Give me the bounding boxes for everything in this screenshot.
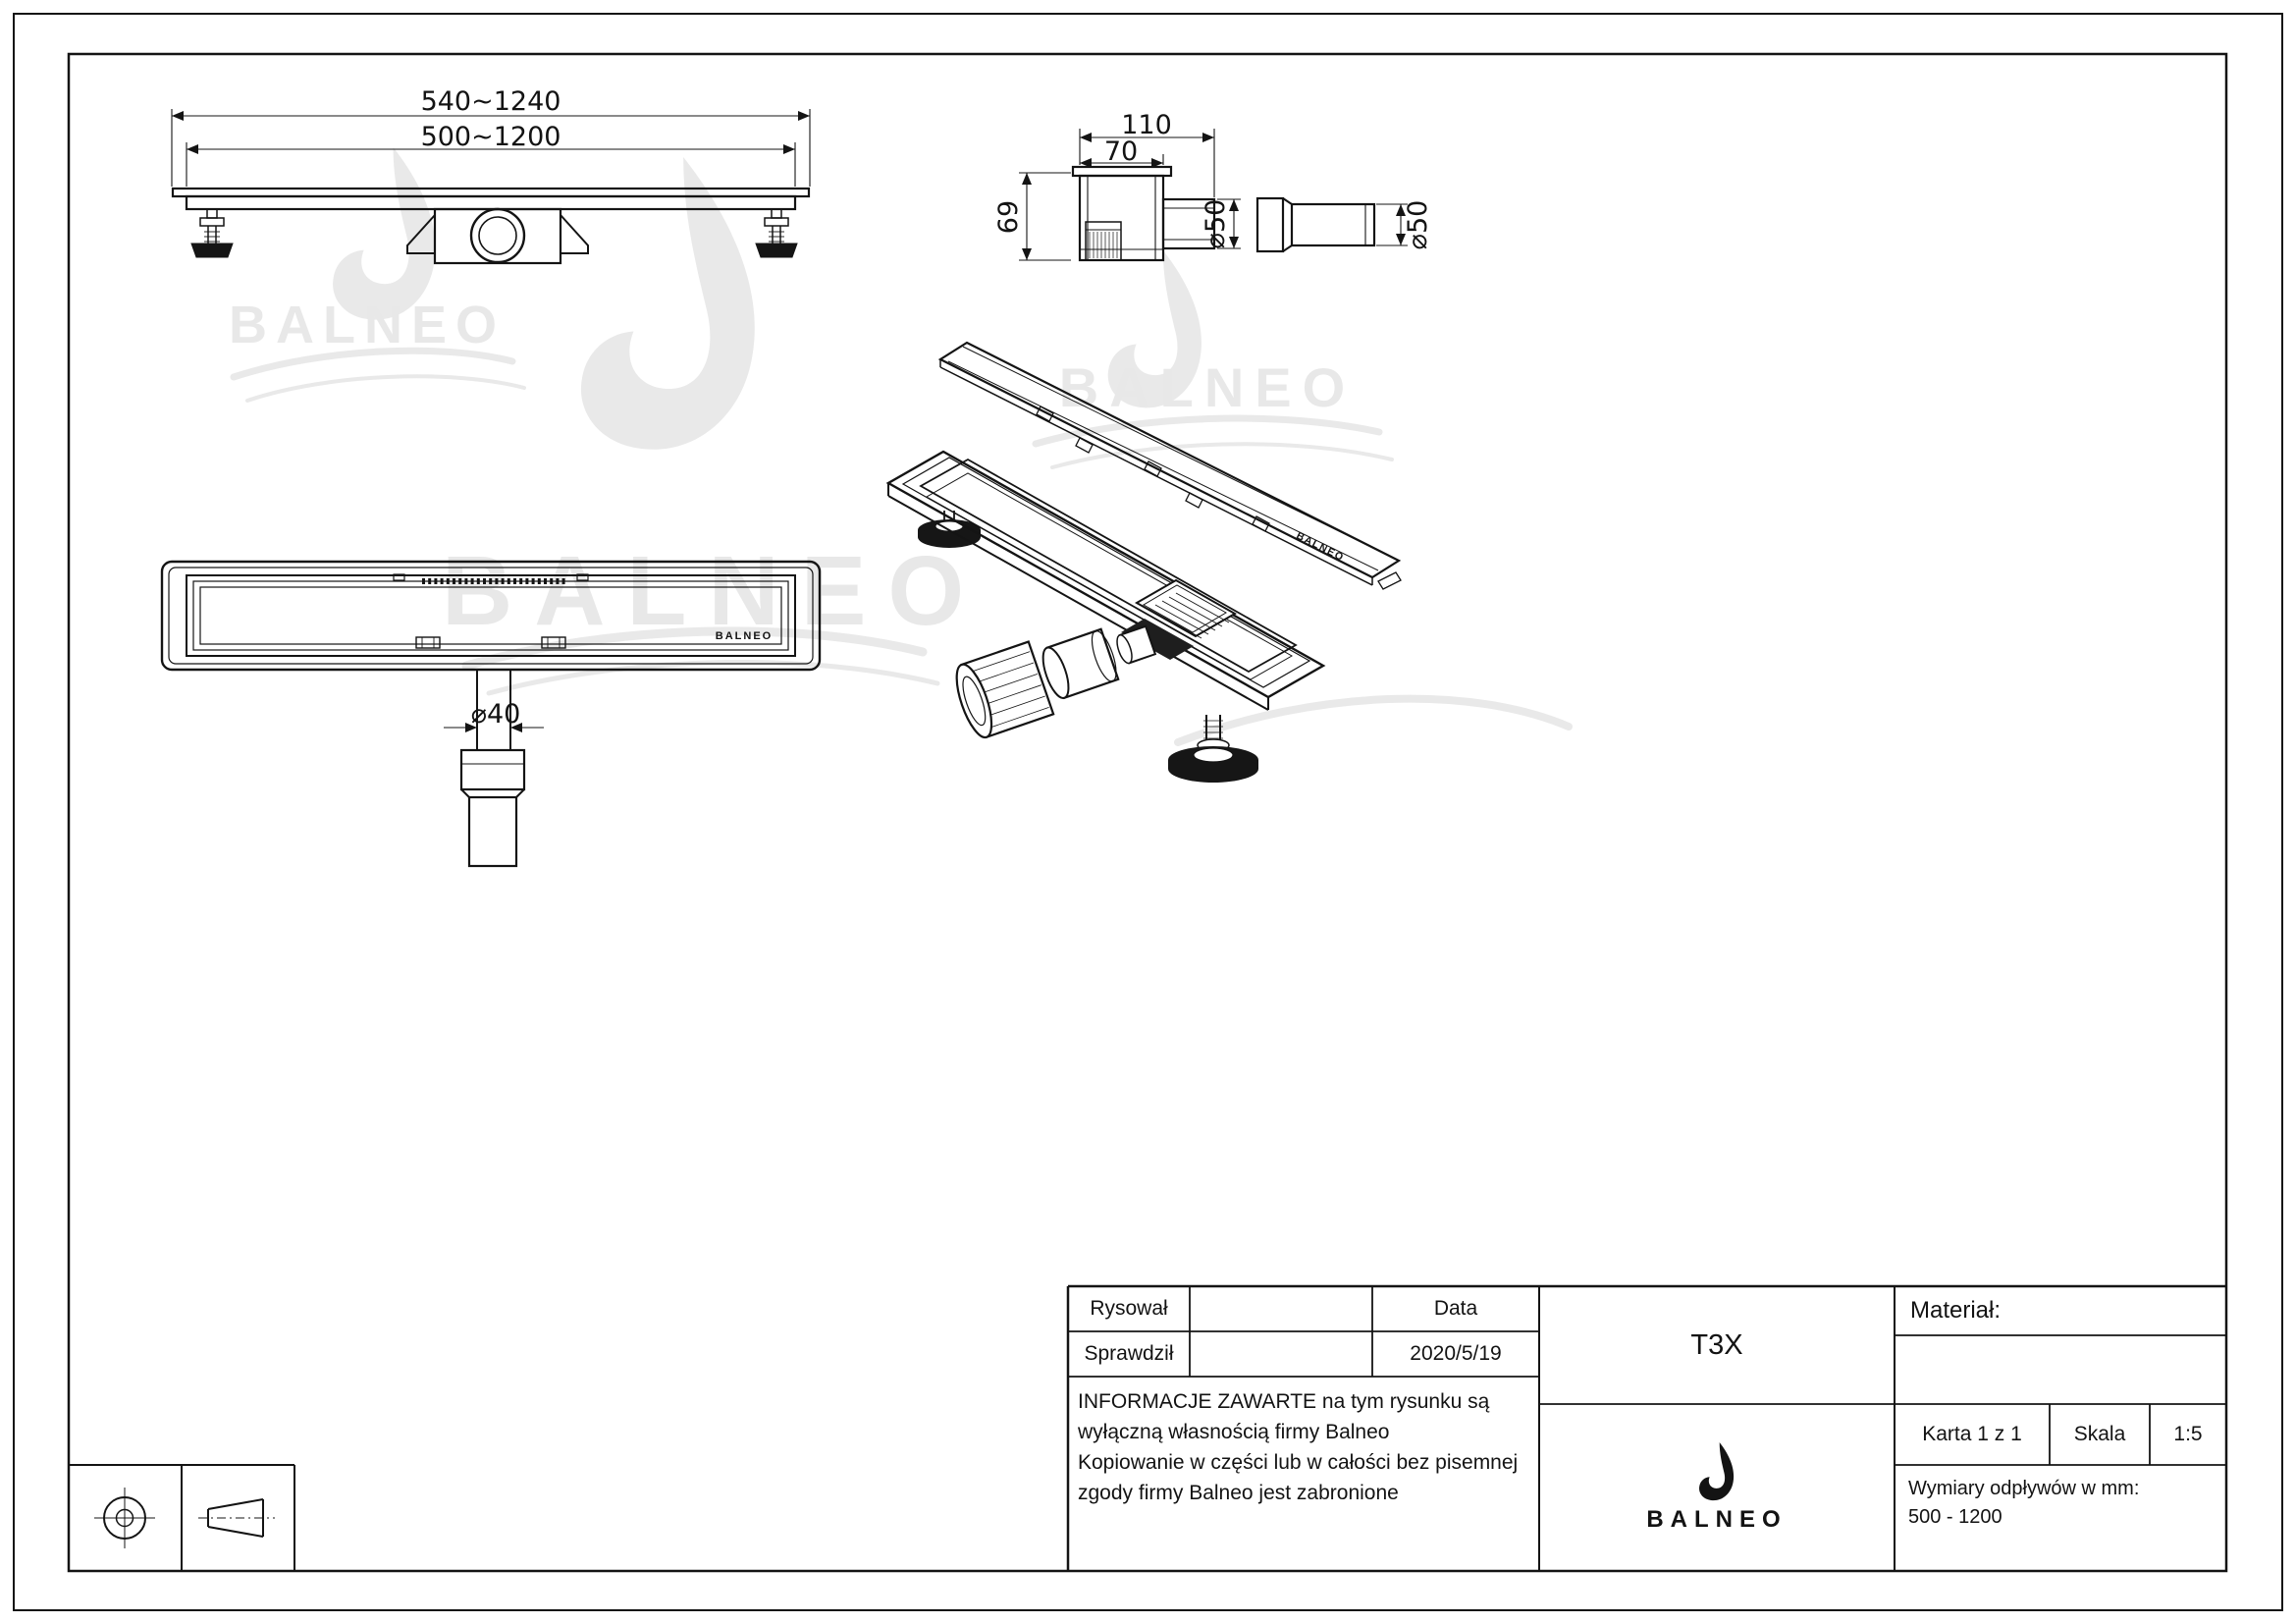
titleblock-material-label: Materiał:: [1910, 1297, 2002, 1324]
watermark-text: BALNEO: [442, 536, 987, 646]
watermark-text: BALNEO: [1058, 356, 1357, 418]
front-view-drawing: [171, 109, 811, 265]
dim-label-69: 69: [993, 199, 1024, 235]
titleblock-drawn-label: Rysował: [1090, 1297, 1168, 1320]
balneo-logo: BALNEO: [1539, 1404, 1895, 1571]
info-line: wyłączną własnością firmy Balneo: [1078, 1421, 1390, 1443]
titleblock-info-text: INFORMACJE ZAWARTE na tym rysunku są wył…: [1078, 1386, 1531, 1508]
titleblock-sheet-label: Karta 1 z 1: [1922, 1423, 2022, 1445]
info-line: zgody firmy Balneo jest zabronione: [1078, 1482, 1399, 1504]
titleblock-scale-label: Skala: [2073, 1423, 2126, 1445]
side-view-drawing: [1019, 129, 1408, 262]
balneo-logo-text: BALNEO: [1646, 1505, 1788, 1533]
brand-mark-plan: BALNEO: [715, 630, 774, 642]
dim-label-d50-pipe: ⌀50: [1403, 199, 1433, 250]
watermark-text: BALNEO: [229, 296, 506, 354]
titleblock-date-label: Data: [1433, 1297, 1478, 1320]
titleblock-grid: [1066, 1284, 2226, 1571]
titleblock-model: T3X: [1690, 1328, 1743, 1361]
titleblock-checked-label: Sprawdził: [1084, 1342, 1174, 1365]
titleblock-scale-value: 1:5: [2173, 1423, 2203, 1445]
dims-note-line: Wymiary odpływów w mm:: [1908, 1478, 2140, 1499]
projection-symbol: [69, 1464, 295, 1571]
dim-label-d50-outlet: ⌀50: [1201, 198, 1231, 249]
balneo-flame-icon: [1699, 1441, 1735, 1500]
dim-label-70: 70: [1103, 136, 1139, 167]
watermark-swooshes: [230, 347, 1573, 746]
titleblock-date-value: 2020/5/19: [1410, 1342, 1502, 1365]
plan-view-drawing: [160, 560, 822, 868]
dim-label-overall-length: 540~1240: [420, 86, 561, 117]
dims-note-line: 500 - 1200: [1908, 1506, 2002, 1528]
brand-mark-iso-cover: BALNEO: [1294, 529, 1347, 565]
dim-label-inner-length: 500~1200: [420, 122, 561, 152]
titleblock-dims-note: Wymiary odpływów w mm: 500 - 1200: [1908, 1475, 2213, 1532]
dim-label-d40: ⌀40: [470, 699, 521, 730]
info-line: Kopiowanie w części lub w całości bez pi…: [1078, 1451, 1519, 1474]
isometric-view-drawing: [885, 341, 1402, 783]
info-line: INFORMACJE ZAWARTE na tym rysunku są: [1078, 1390, 1490, 1413]
page-frame: [13, 13, 2283, 1611]
